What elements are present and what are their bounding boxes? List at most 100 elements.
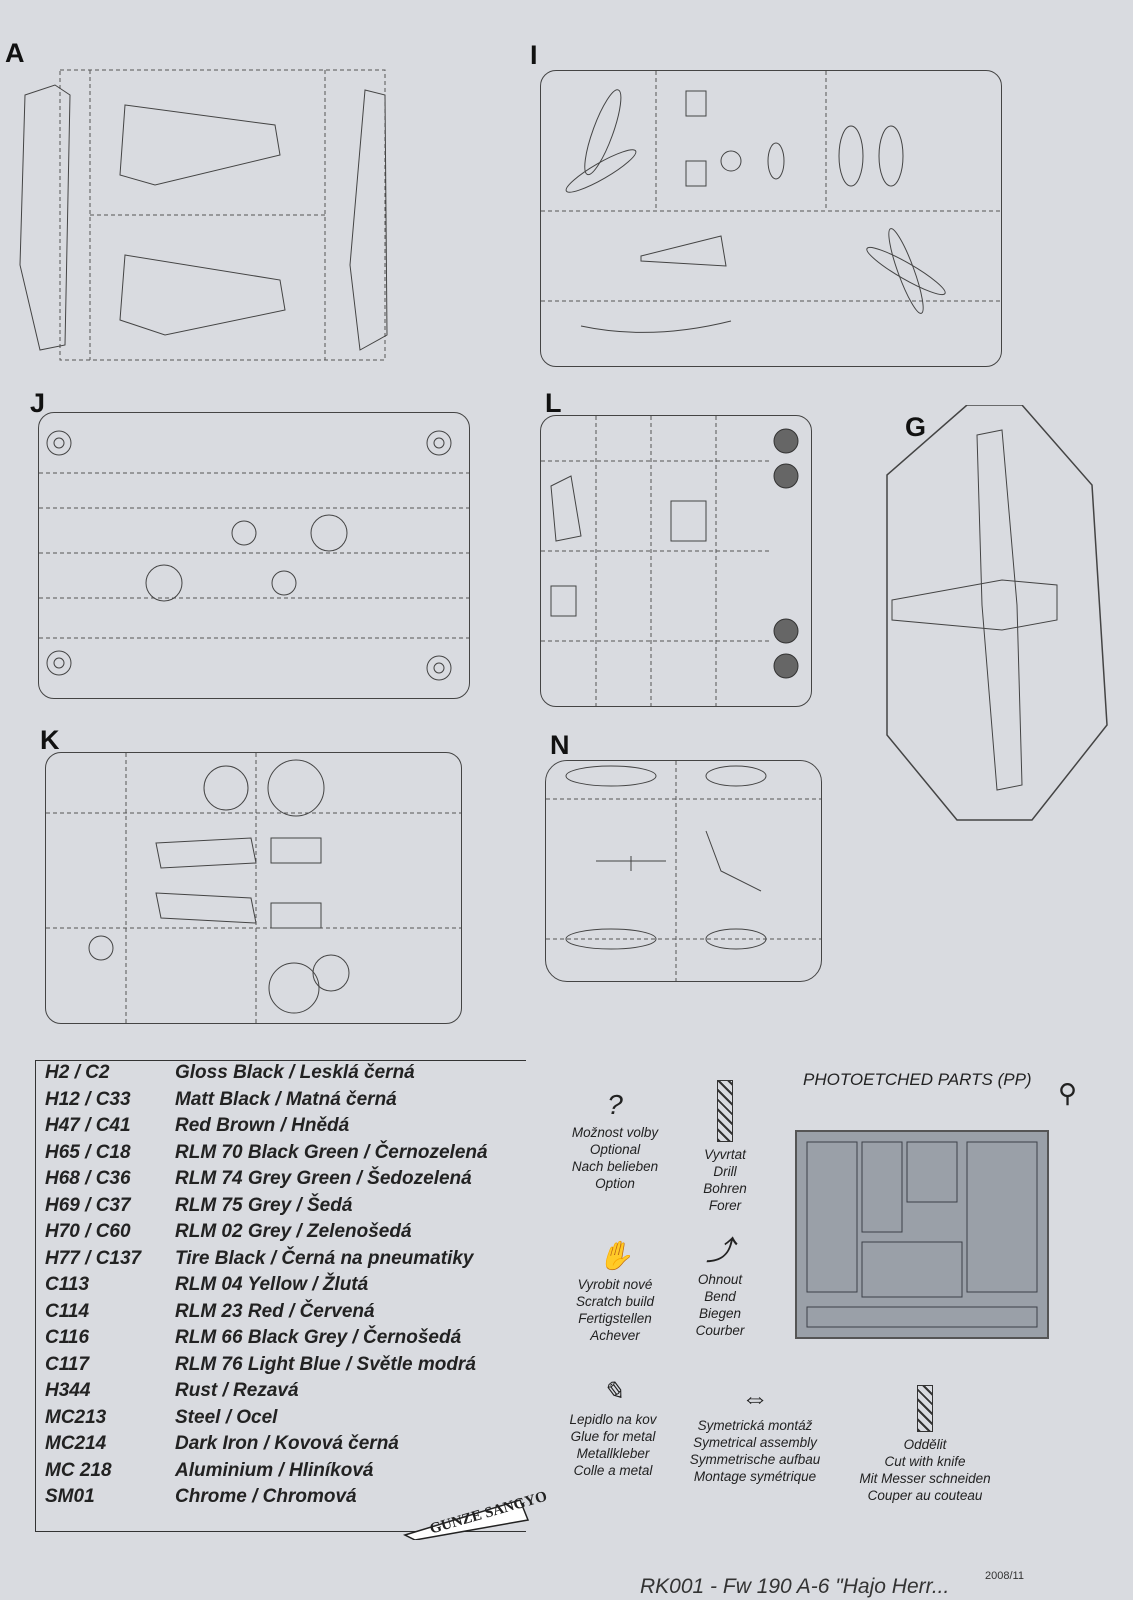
symbol-optional-fr: Option [595,1176,635,1191]
paint-code: H47 / C41 [45,1115,131,1136]
sprue-letter-g: G [905,412,927,442]
photoetch-fret-image [795,1130,1049,1339]
symbol-symmetric-cz: Symetrická montáž [697,1418,813,1433]
paint-code: C117 [45,1353,90,1375]
drill-icon [717,1080,733,1142]
paint-name: Rust / Rezavá [175,1380,299,1401]
symbol-bend-en: Bend [704,1289,736,1304]
symbol-cut-de: Mit Messer schneiden [859,1471,991,1486]
paint-name: RLM 04 Yellow / Žlutá [175,1274,369,1295]
paint-code: SM01 [45,1486,95,1507]
paint-code: C113 [45,1274,90,1295]
paint-name: Dark Iron / Kovová černá [175,1433,399,1454]
paint-name: RLM 23 Red / Červená [175,1300,375,1322]
symbol-symmetric-de: Symmetrische aufbau [689,1452,821,1467]
symbol-optional-cz: Možnost volby [571,1125,659,1140]
sprue-j-drawing [38,412,470,699]
paint-row: C113 RLM 04 Yellow / Žlutá [45,1274,368,1300]
symbol-optional-en: Optional [589,1142,641,1157]
sprue-letter-a: A [5,38,25,68]
page-footer: RK001 - Fw 190 A-6 "Hajo Herr... [640,1575,950,1598]
paint-code: C116 [45,1327,90,1348]
paint-row: H47 / C41 Red Brown / Hnědá [45,1115,349,1141]
paint-name: RLM 66 Black Grey / Černošedá [175,1327,462,1348]
glue-tube-icon: ✎ [602,1376,624,1406]
symbol-symmetric: ⇔ Symetrická montáž Symetrical assembly … [680,1385,830,1485]
paint-code: H12 / C33 [45,1088,131,1110]
paint-row: H344 Rust / Rezavá [45,1380,299,1406]
paint-row: H70 / C60 RLM 02 Grey / Zelenošedá [45,1221,412,1247]
symbol-glue-fr: Colle a metal [573,1463,653,1478]
sprue-letter-k: K [40,725,60,755]
symbol-drill-cz: Vyvrtat [704,1147,746,1162]
symbol-cut-cz: Oddělit [903,1437,947,1452]
paint-name: Red Brown / Hnědá [175,1115,350,1136]
symbol-drill-de: Bohren [703,1181,747,1196]
symbol-cut-en: Cut with knife [884,1454,966,1469]
paint-name: Aluminium / Hliníková [175,1459,374,1481]
symbol-scratch-de: Fertigstellen [578,1311,652,1326]
sprue-a-drawing [15,65,390,365]
paint-name: Tire Black / Černá na pneumatiky [175,1247,474,1269]
paint-name: RLM 76 Light Blue / Světle modrá [175,1353,476,1375]
symbol-symmetric-fr: Montage symétrique [693,1469,817,1484]
paint-code: H68 / C36 [45,1168,131,1189]
paint-name: Gloss Black / Lesklá černá [175,1062,415,1083]
paint-row: C117 RLM 76 Light Blue / Světle modrá [45,1354,476,1380]
paint-row: C116 RLM 66 Black Grey / Černošedá [45,1327,461,1353]
symbol-cut-fr: Couper au couteau [867,1488,983,1503]
sprue-i-drawing [540,70,1002,367]
symbol-bend: ⤴ Ohnout Bend Biegen Courber [670,1235,770,1339]
photoetch-icon: ⚲ [1058,1078,1078,1108]
sprue-letter-n: N [550,730,570,760]
symbol-bend-fr: Courber [695,1323,745,1338]
paint-row: H68 / C36 RLM 74 Grey Green / Šedozelená [45,1168,472,1194]
symbol-glue-cz: Lepidlo na kov [569,1412,657,1427]
paint-code: C114 [45,1300,90,1322]
paint-row: MC213 Steel / Ocel [45,1407,277,1433]
symbol-glue-en: Glue for metal [570,1429,656,1444]
symbol-scratch-fr: Achever [590,1328,640,1343]
symbol-scratch-cz: Vyrobit nové [577,1277,653,1292]
bend-arrow-icon: ⤴ [705,1235,734,1266]
paint-code: H77 / C137 [45,1247,142,1269]
symbol-bend-de: Biegen [698,1306,742,1321]
symbol-glue: ✎ Lepidlo na kov Glue for metal Metallkl… [548,1375,678,1479]
paint-row: SM01 Chrome / Chromová [45,1486,357,1512]
sprue-letter-l: L [545,388,562,418]
paint-row: C114 RLM 23 Red / Červená [45,1301,375,1327]
paint-code: H70 / C60 [45,1221,131,1242]
paint-name: Steel / Ocel [175,1406,278,1428]
paint-name: Matt Black / Matná černá [175,1088,397,1110]
sprue-letter-j: J [30,388,46,418]
symbol-optional: ? Možnost volby Optional Nach belieben O… [560,1090,670,1192]
paint-row: H69 / C37 RLM 75 Grey / Šedá [45,1195,352,1221]
paint-code: H69 / C37 [45,1194,131,1216]
paint-name: Chrome / Chromová [175,1486,357,1507]
sprue-n-drawing [545,760,822,982]
paint-code: MC 218 [45,1459,112,1481]
symbol-symmetric-en: Symetrical assembly [693,1435,817,1450]
paint-code: H344 [45,1380,91,1401]
symbol-drill-en: Drill [713,1164,737,1179]
symbol-scratch-en: Scratch build [575,1294,655,1309]
paint-legend [35,1060,526,1532]
double-arrow-icon: ⇔ [741,1383,769,1414]
sprue-l-drawing [540,415,812,707]
paint-row: H2 / C2 Gloss Black / Lesklá černá [45,1062,415,1088]
paint-name: RLM 74 Grey Green / Šedozelená [175,1168,472,1189]
symbol-cut: Oddělit Cut with knife Mit Messer schnei… [845,1385,1005,1504]
paint-code: MC213 [45,1406,107,1428]
paint-row: H12 / C33 Matt Black / Matná černá [45,1089,397,1115]
paint-code: H2 / C2 [45,1062,110,1083]
knife-icon [917,1385,933,1432]
sprue-letter-i: I [530,40,538,70]
paint-code: H65 / C18 [45,1141,131,1163]
hand-icon: ✋ [597,1240,633,1271]
paint-name: RLM 02 Grey / Zelenošedá [175,1221,412,1242]
question-icon: ? [607,1089,623,1120]
paint-row: H77 / C137 Tire Black / Černá na pneumati… [45,1248,474,1274]
sprue-k-drawing [45,752,462,1024]
paint-name: RLM 75 Grey / Šedá [175,1194,353,1216]
symbol-optional-de: Nach belieben [571,1159,659,1174]
